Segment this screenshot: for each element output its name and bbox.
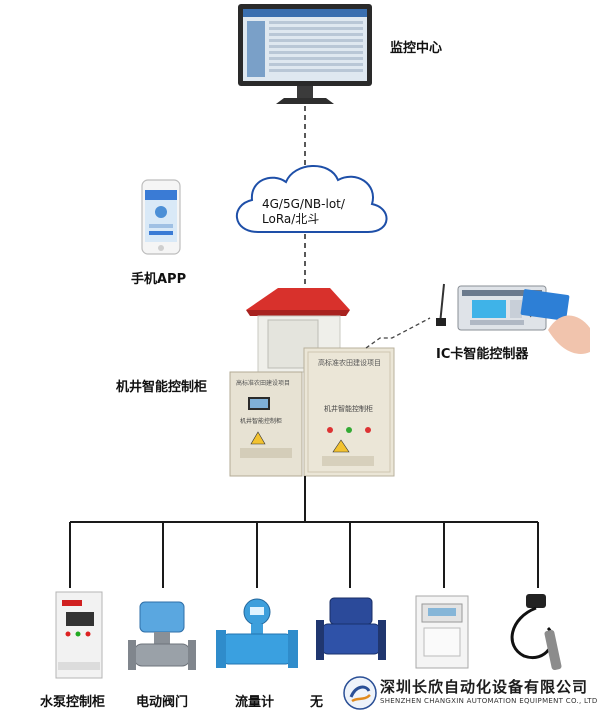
pump-cabinet-icon <box>55 591 103 679</box>
network-cloud <box>235 165 388 233</box>
cabinet-large-title: 高标准农田建设项目 <box>318 359 381 367</box>
cabinet-large <box>303 347 395 477</box>
company-watermark: 深圳长欣自动化设备有限公司 SHENZHEN CHANGXIN AUTOMATI… <box>338 672 600 713</box>
device-label-electric-valve: 电动阀门 <box>136 695 189 710</box>
monitor-icon <box>238 4 372 104</box>
phone-icon <box>141 179 181 255</box>
device-label-pump-cabinet: 水泵控制柜 <box>40 695 106 710</box>
water-meter-icon <box>316 597 386 660</box>
ic-controller-label: IC卡智能控制器 <box>436 347 529 362</box>
network-line-1: 4G/5G/NB-lot/ <box>262 197 345 211</box>
cabinet-label: 机井智能控制柜 <box>116 380 208 395</box>
company-name-cn: 深圳长欣自动化设备有限公司 <box>380 678 589 696</box>
company-name-en: SHENZHEN CHANGXIN AUTOMATION EQUIPMENT C… <box>380 697 598 705</box>
level-sensor-icon <box>510 594 562 671</box>
device-label-flow-meter: 流量计 <box>235 695 275 710</box>
cabinet-large-name: 机井智能控制柜 <box>324 405 373 413</box>
ic-controller-icon <box>436 283 590 354</box>
mobile-app-label: 手机APP <box>131 272 187 287</box>
cabinet-small-title: 高标准农田建设项目 <box>236 380 291 387</box>
flow-meter-icon <box>216 598 298 668</box>
company-logo-icon <box>343 676 377 710</box>
cabinet-small <box>229 371 303 477</box>
cabinet-small-name: 机井智能控制柜 <box>240 418 283 425</box>
network-line-2: LoRa/北斗 <box>262 212 320 226</box>
electric-valve-icon <box>128 601 196 670</box>
network-label: 4G/5G/NB-lot/ LoRa/北斗 <box>262 197 345 227</box>
device-label-water-meter: 无 <box>310 695 324 710</box>
energy-meter-icon <box>415 595 469 669</box>
pump-house <box>246 288 350 373</box>
monitor-center-label: 监控中心 <box>390 41 443 56</box>
